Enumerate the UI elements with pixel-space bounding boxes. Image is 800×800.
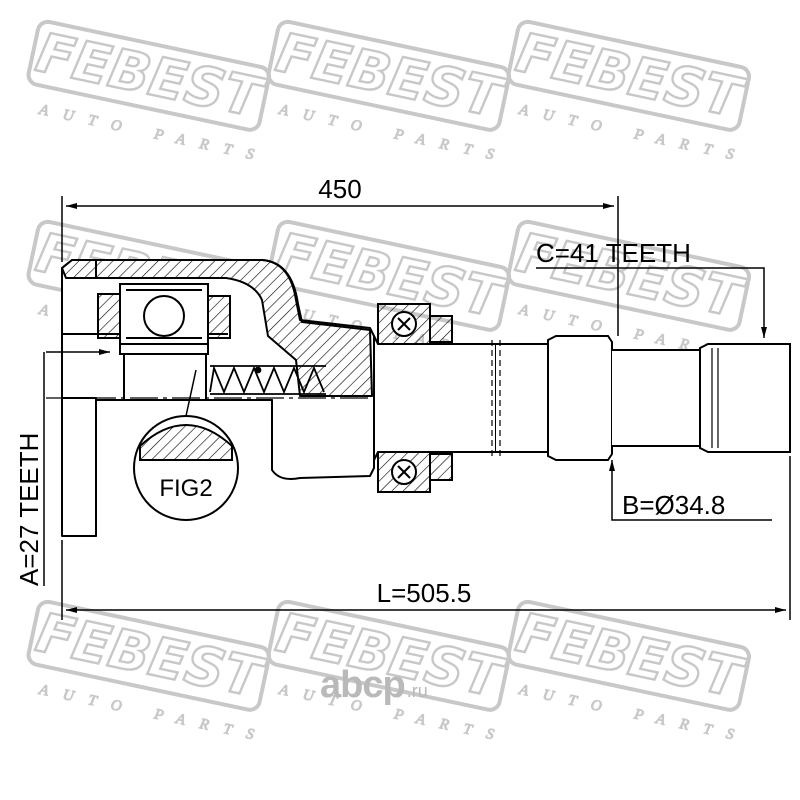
dimension-a-label: A=27 TEETH [14, 433, 44, 586]
febest-watermark-frame [506, 19, 751, 132]
dimension-total-label: L=505.5 [377, 578, 472, 608]
fig2-label: FIG2 [159, 475, 212, 502]
febest-watermark-frame [26, 19, 271, 132]
febest-watermark-frame [506, 219, 751, 332]
febest-watermark-frame [266, 19, 511, 132]
dimension-total [61, 456, 791, 620]
dimension-450 [61, 196, 619, 336]
febest-watermark-frame [506, 599, 751, 712]
dimension-b-label: B=Ø34.8 [622, 490, 725, 520]
febest-watermark-frame [26, 599, 271, 712]
dimension-b [609, 460, 772, 521]
dimension-c-label: C=41 TEETH [536, 238, 691, 268]
dimension-450-label: 450 [318, 174, 361, 204]
bearing-lower [377, 451, 453, 493]
dimension-c [536, 267, 767, 338]
shaft [373, 335, 791, 461]
abcp-brand: abcp [320, 664, 406, 706]
spring [209, 364, 326, 395]
fig2-detail [133, 369, 239, 521]
abcp-tld: .ru [406, 681, 428, 701]
febest-watermark-frame [266, 599, 511, 712]
abcp-watermark: abcp .ru [320, 664, 428, 707]
tripod-roller [97, 283, 231, 400]
